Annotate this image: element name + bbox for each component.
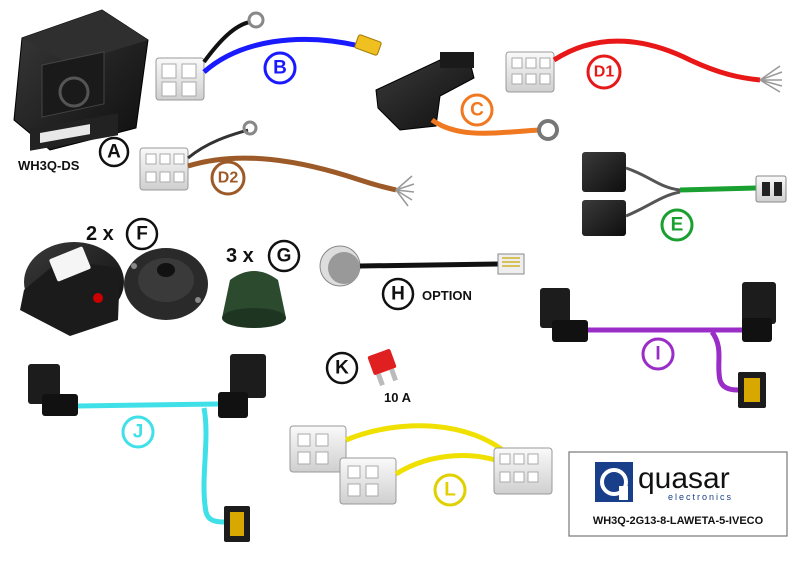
harness-l (289, 423, 553, 505)
trailer-socket (20, 242, 124, 336)
label-h: H (381, 277, 415, 311)
fuse-rating: 10 A (384, 390, 412, 405)
svg-text:I: I (655, 344, 660, 365)
svg-text:G: G (277, 246, 292, 267)
svg-text:A: A (107, 142, 121, 163)
brand-name: quasar (638, 462, 730, 495)
harness-c (375, 52, 559, 141)
option-note: OPTION (422, 288, 472, 303)
harness-d1 (505, 38, 783, 93)
product-code: WH3Q-2G13-8-LAWETA-5-IVECO (593, 515, 764, 527)
label-d1: D1 (586, 54, 622, 90)
label-b: B (263, 51, 297, 85)
harness-e (582, 152, 787, 236)
label-d2: D2 (210, 160, 246, 196)
quantity-f: 2 x (86, 223, 114, 245)
svg-text:K: K (335, 358, 349, 379)
quasar-logo (595, 462, 633, 502)
svg-text:J: J (133, 422, 144, 443)
harness-b (155, 11, 382, 101)
svg-text:D2: D2 (218, 170, 239, 187)
quantity-g: 3 x (226, 245, 254, 267)
label-a: A (98, 136, 130, 168)
label-c: C (460, 93, 494, 127)
harness-h (319, 245, 525, 287)
label-g: G (267, 239, 301, 273)
module-caption: WH3Q-DS (18, 158, 80, 173)
svg-text:H: H (391, 284, 405, 305)
label-k: K (325, 351, 359, 385)
harness-d2 (139, 120, 415, 207)
svg-text:D1: D1 (594, 64, 615, 81)
brand-box: quasar electronics WH3Q-2G13-8-LAWETA-5-… (568, 451, 788, 537)
grommet (222, 271, 286, 328)
svg-text:E: E (671, 215, 684, 236)
brand-sub: electronics (668, 492, 733, 502)
svg-text:C: C (470, 100, 484, 121)
svg-text:L: L (444, 480, 456, 501)
harness-j (28, 354, 266, 542)
socket-gasket (124, 248, 208, 320)
label-j: J (121, 415, 155, 449)
module-wh3q-ds (13, 9, 149, 151)
fuse (367, 349, 398, 387)
label-i: I (641, 337, 675, 371)
label-l: L (433, 473, 467, 507)
label-e: E (660, 208, 694, 242)
label-f: F (125, 217, 159, 251)
svg-text:B: B (273, 58, 287, 79)
svg-text:F: F (136, 224, 148, 245)
harness-i (540, 282, 776, 408)
